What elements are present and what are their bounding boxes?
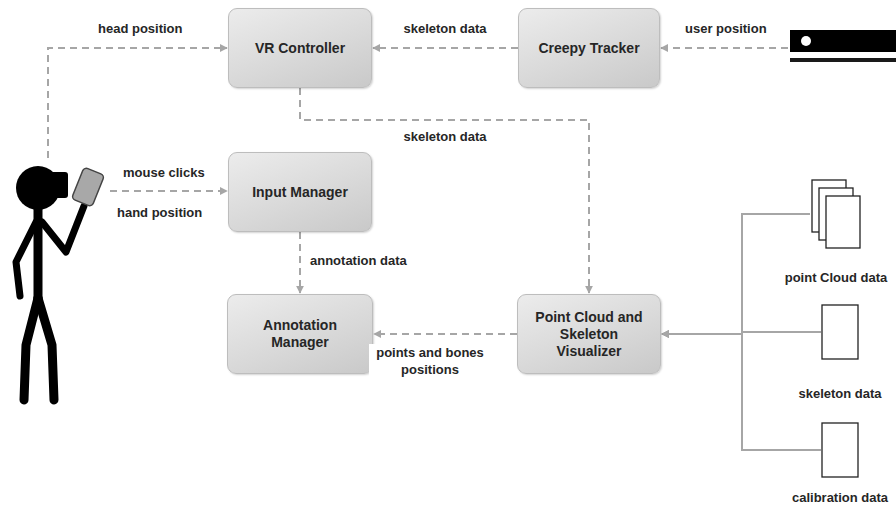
process-box: Annotation Manager	[227, 294, 373, 374]
process-box: VR Controller	[228, 8, 372, 88]
signal-label: user position	[683, 20, 769, 37]
edge-label: points and bones positions	[369, 344, 491, 378]
edge-label: annotation data	[308, 252, 409, 269]
box-label: Input Manager	[252, 184, 348, 201]
process-box: Point Cloud and Skeleton Visualizer	[517, 294, 661, 374]
edge-label: skeleton data	[401, 128, 488, 145]
depth-sensor	[790, 30, 896, 62]
box-label: Point Cloud and Skeleton Visualizer	[527, 309, 651, 360]
document-icon	[821, 422, 859, 478]
box-label: Creepy Tracker	[538, 40, 639, 57]
data-flow-arrow	[373, 47, 518, 49]
data-file: calibration data	[789, 422, 891, 505]
data-flow-arrow	[299, 232, 301, 293]
signal-label: mouse clicks	[121, 164, 207, 181]
process-box: Input Manager	[228, 152, 372, 232]
data-file: skeleton data	[795, 304, 884, 401]
document-icon	[810, 178, 862, 250]
signal-label: hand position	[115, 204, 204, 221]
hand-line	[110, 190, 227, 192]
file-label: point Cloud data	[784, 270, 889, 285]
process-box: Creepy Tracker	[518, 8, 660, 88]
box-label: VR Controller	[255, 40, 345, 57]
file-label: calibration data	[791, 490, 889, 505]
user-figure	[16, 166, 105, 400]
document-icon	[821, 304, 859, 360]
edge-label: skeleton data	[401, 20, 488, 37]
file-label: skeleton data	[797, 386, 882, 401]
signal-label: head position	[96, 20, 185, 37]
box-label: Annotation Manager	[237, 317, 363, 351]
head-line	[48, 48, 227, 158]
position-line	[661, 47, 788, 49]
data-flow-arrow	[374, 333, 517, 335]
data-file: point Cloud data	[782, 178, 891, 285]
